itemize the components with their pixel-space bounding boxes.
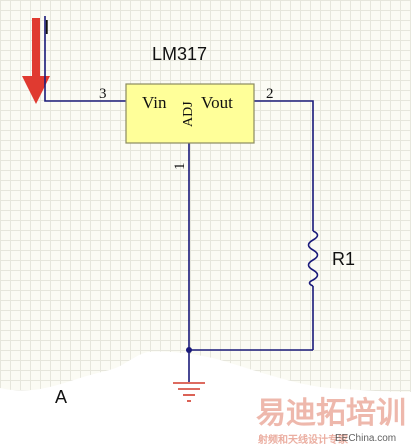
watermark-sub: 射频和天线设计专家 <box>257 433 349 446</box>
wire-output <box>254 100 314 231</box>
adj-label: ADJ <box>181 101 196 127</box>
watermark-main: 易迪拓培训 <box>256 396 406 431</box>
ground-icon <box>173 382 205 402</box>
pin-3-label: 3 <box>99 86 107 102</box>
watermark-site: EEChina.com <box>335 433 396 444</box>
current-arrow-icon <box>22 18 50 104</box>
pin-2-label: 2 <box>266 86 274 102</box>
chip-name-label: LM317 <box>152 44 207 64</box>
node-a-label: A <box>55 387 67 407</box>
junction-dot <box>186 347 192 353</box>
resistor-label: R1 <box>332 249 355 269</box>
vin-label: Vin <box>142 93 167 112</box>
wire-input <box>44 16 126 102</box>
pin-1-label: 1 <box>172 163 188 171</box>
resistor-r1-icon <box>307 230 319 287</box>
paper-tear <box>0 351 411 448</box>
vout-label: Vout <box>201 93 233 112</box>
current-label: I <box>44 17 50 39</box>
lm317-chip <box>125 83 255 144</box>
